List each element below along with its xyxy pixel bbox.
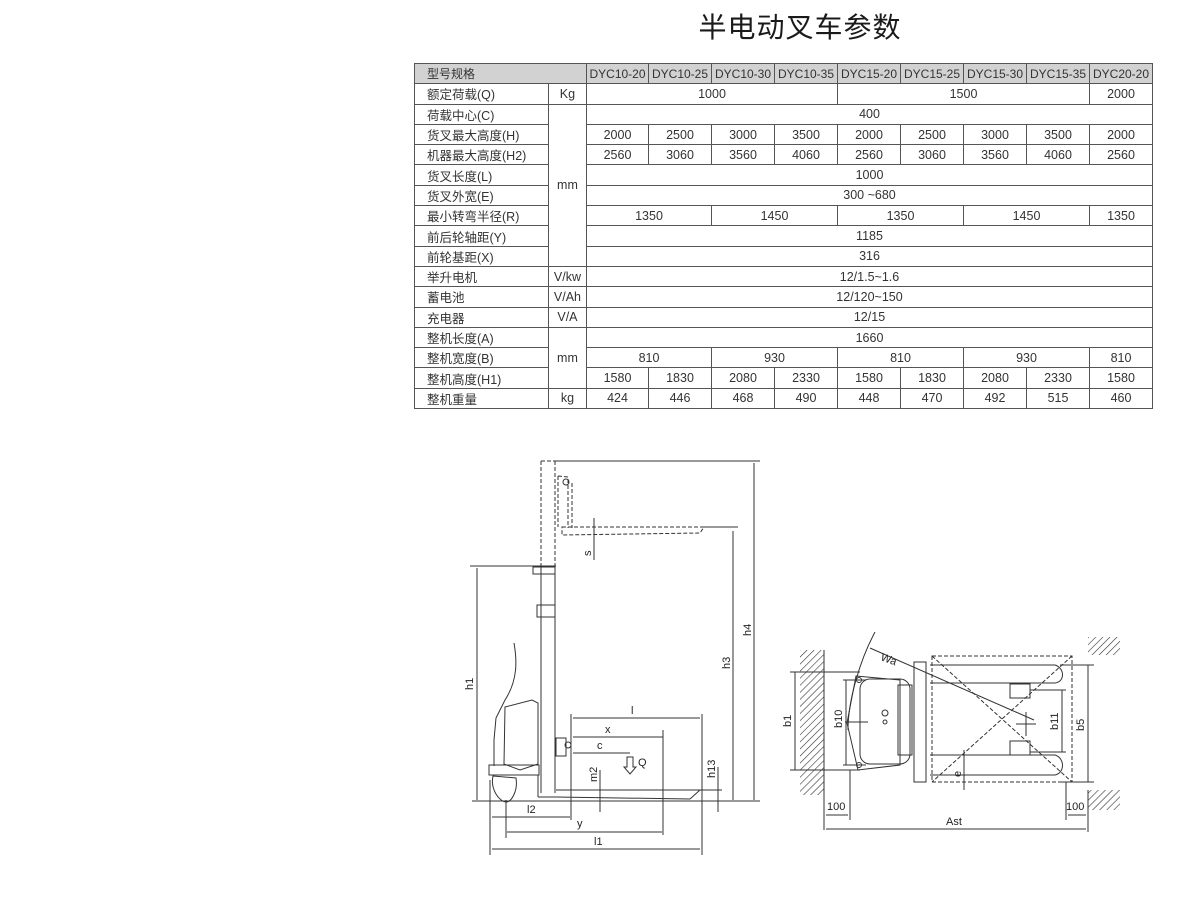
svg-text:100: 100	[827, 801, 845, 813]
svg-text:l1: l1	[594, 836, 603, 848]
unit-cell: V/A	[547, 306, 588, 328]
value-cell: 3560	[963, 144, 1027, 166]
table-header-row: 型号规格 DYC10-20 DYC10-25 DYC10-30 DYC10-35…	[414, 62, 1153, 85]
unit-cell: Kg	[547, 83, 588, 105]
header-model: DYC15-20	[837, 62, 901, 85]
header-model: DYC15-30	[963, 62, 1027, 85]
value-cell: 1350	[586, 205, 712, 227]
svg-text:h3: h3	[721, 657, 733, 669]
svg-text:h1: h1	[464, 678, 476, 690]
value-cell: 2000	[586, 123, 649, 146]
side-view-diagram: s h4 h3 h1 l x c Q m2	[464, 460, 760, 855]
value-cell: 1350	[837, 205, 964, 227]
svg-text:y: y	[577, 818, 583, 830]
svg-text:e: e	[952, 771, 964, 777]
svg-text:h13: h13	[706, 760, 718, 778]
svg-text:s: s	[582, 550, 594, 556]
header-model: DYC10-20	[586, 62, 649, 85]
row-label: 整机重量	[414, 387, 549, 410]
row-label: 前轮基距(X)	[414, 245, 549, 267]
value-cell: 3560	[711, 144, 775, 166]
value-cell: 424	[586, 387, 649, 410]
unit-cell: mm	[547, 326, 588, 389]
value-cell: 930	[963, 347, 1090, 369]
value-cell: 470	[900, 387, 964, 410]
spec-table: 型号规格 DYC10-20 DYC10-25 DYC10-30 DYC10-35…	[414, 62, 1153, 410]
value-cell: 460	[1089, 387, 1153, 410]
svg-text:Wa: Wa	[879, 652, 899, 669]
svg-text:Ast: Ast	[946, 816, 962, 828]
value-cell: 1350	[1089, 205, 1153, 227]
value-cell: 446	[648, 387, 712, 410]
row-label: 货叉最大高度(H)	[414, 123, 549, 146]
svg-text:100: 100	[1066, 801, 1084, 813]
value-cell: 2560	[586, 144, 649, 166]
value-cell: 448	[837, 387, 901, 410]
unit-cell: mm	[547, 103, 588, 267]
top-view-diagram: Wa b1 b10 b11 b5 e 100 100 Ast	[782, 631, 1120, 832]
header-model: DYC20-20	[1089, 62, 1153, 85]
value-cell: 2560	[1089, 144, 1153, 166]
page-title-text: 半电动叉车参数	[698, 11, 902, 44]
svg-text:c: c	[597, 740, 603, 752]
svg-text:h4: h4	[742, 624, 754, 636]
svg-text:b11: b11	[1049, 712, 1061, 730]
value-cell: 2080	[711, 367, 775, 389]
row-label: 额定荷载(Q)	[414, 83, 549, 105]
svg-text:l: l	[631, 705, 633, 717]
svg-text:x: x	[605, 724, 611, 736]
svg-text:l2: l2	[527, 804, 536, 816]
value-cell: 1580	[586, 367, 649, 389]
value-cell: 515	[1026, 387, 1090, 410]
value-cell: 492	[963, 387, 1027, 410]
value-cell: 1580	[837, 367, 901, 389]
svg-text:m2: m2	[588, 767, 600, 782]
value-cell: 468	[711, 387, 775, 410]
svg-text:b10: b10	[833, 710, 845, 728]
svg-text:b5: b5	[1075, 719, 1087, 731]
svg-text:b1: b1	[782, 715, 794, 727]
page-title: 半电动叉车参数	[0, 6, 1200, 46]
unit-cell: kg	[547, 387, 588, 410]
unit-cell: V/Ah	[547, 286, 588, 308]
value-cell: 490	[774, 387, 838, 410]
value-cell: 3500	[774, 123, 838, 146]
header-model: DYC15-25	[900, 62, 964, 85]
svg-text:Q: Q	[638, 757, 647, 769]
